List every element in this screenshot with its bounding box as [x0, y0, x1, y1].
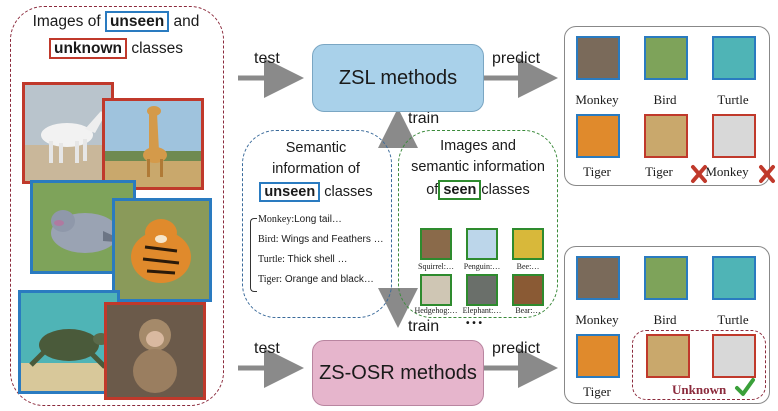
- title-line1-post: and: [169, 13, 200, 30]
- osr-pred-bird-thumb: [644, 256, 688, 300]
- seen-pre: of: [426, 182, 439, 199]
- train-label-top: train: [408, 110, 440, 127]
- squirrel-thumb: [420, 228, 452, 260]
- monkey-illustration: [107, 305, 203, 397]
- check-mark-icon: [735, 378, 755, 396]
- zsl-methods-label: ZSL methods: [338, 66, 458, 89]
- hedgehog-label: Hedgehog:…: [414, 306, 458, 315]
- seen-post: classes: [481, 182, 530, 199]
- unseen-highlight: unseen: [104, 11, 170, 32]
- predict-label-top: predict: [492, 50, 541, 67]
- osr-pred-giraffe-thumb: [646, 334, 690, 378]
- bee-label: Bee:…: [516, 262, 540, 271]
- bee-thumb: [512, 228, 544, 260]
- test-label-bottom: test: [254, 340, 280, 357]
- semantic-entry-monkey: Monkey:Long tail…: [258, 214, 342, 225]
- wrong-mark-icon: [759, 165, 775, 183]
- unseen-semantic-title: Semantic information of unseen classes: [244, 138, 388, 203]
- unknown-label: Unknown: [672, 382, 727, 397]
- predict-label-bottom: predict: [492, 340, 541, 357]
- turtle-image: [18, 290, 120, 394]
- monkey-image: [104, 302, 206, 400]
- osr-pred-tiger-thumb: [576, 334, 620, 378]
- unknown-highlight: unknown: [48, 37, 128, 59]
- input-panel-title: Images of unseen and unknown classes: [12, 11, 220, 60]
- zsl-pred-bird-thumb: [644, 36, 688, 80]
- zsosr-methods-label: ZS-OSR methods: [319, 361, 477, 384]
- osr-pred-turtle-thumb: [712, 256, 756, 300]
- seen-highlight: seen: [438, 180, 482, 201]
- zsl-pred-label-tiger: Tiger: [583, 164, 611, 179]
- zsl-pred-tiger-thumb: [576, 114, 620, 158]
- zsl-pred-label-monkey: Monkey: [575, 92, 619, 107]
- bear-label: Bear:…: [515, 306, 541, 315]
- elephant-thumb: [466, 274, 498, 306]
- test-label-top: test: [254, 50, 280, 67]
- semantic-unseen-highlight: unseen: [259, 182, 321, 203]
- unknown-region: [632, 330, 766, 400]
- osr-pred-label-turtle: Turtle: [717, 312, 749, 327]
- turtle-illustration: [21, 293, 117, 391]
- semantic-post: classes: [320, 184, 373, 201]
- title-line1-pre: Images of: [32, 13, 105, 30]
- bear-thumb: [512, 274, 544, 306]
- train-label-bottom: train: [408, 318, 440, 335]
- semantic-brace: [250, 218, 257, 292]
- penguin-thumb: [466, 228, 498, 260]
- zsl-pred-label-monkey-wrong: Monkey: [705, 164, 749, 179]
- tiger-image: [112, 198, 212, 302]
- zsl-pred-label-tiger-wrong: Tiger: [645, 164, 673, 179]
- squirrel-label: Squirrel:…: [418, 262, 454, 271]
- osr-pred-monkey-thumb: [576, 256, 620, 300]
- zsl-pred-horse-thumb: [712, 114, 756, 158]
- semantic-entries: Monkey:Long tail… Bird: Wings and Feathe…: [258, 214, 384, 294]
- semantic-line2: information of: [272, 161, 360, 178]
- unseen-semantic-panel: [242, 130, 392, 318]
- seen-line1: Images and: [440, 138, 516, 154]
- semantic-line1: Semantic: [285, 140, 347, 156]
- semantic-entry-bird: Bird: Wings and Feathers …: [258, 234, 384, 245]
- seen-line2: semantic information: [411, 159, 545, 176]
- osr-pred-label-monkey: Monkey: [575, 312, 619, 327]
- semantic-entry-tiger: Tiger: Orange and black…: [258, 274, 374, 285]
- osr-pred-horse-thumb: [712, 334, 756, 378]
- semantic-entry-turtle: Turtle: Thick shell …: [258, 254, 348, 265]
- osr-pred-label-bird: Bird: [653, 312, 677, 327]
- osr-pred-label-tiger: Tiger: [583, 384, 611, 399]
- seen-classes-panel: [398, 130, 558, 318]
- horse-illustration: [25, 85, 111, 181]
- zsl-pred-turtle-thumb: [712, 36, 756, 80]
- zsl-methods-box: ZSL methods: [312, 44, 484, 112]
- zsl-pred-label-bird: Bird: [653, 92, 677, 107]
- elephant-label: Elephant:…: [462, 306, 502, 315]
- wrong-mark-icon: [691, 165, 707, 183]
- zsl-pred-label-turtle: Turtle: [717, 92, 749, 107]
- zsl-pred-monkey-thumb: [576, 36, 620, 80]
- zsl-pred-giraffe-thumb: [644, 114, 688, 158]
- hedgehog-thumb: [420, 274, 452, 306]
- seen-more-dots: • • •: [466, 318, 483, 329]
- penguin-label: Penguin:…: [463, 262, 501, 271]
- zsosr-methods-box: ZS-OSR methods: [312, 340, 484, 406]
- tiger-illustration: [115, 201, 209, 299]
- input-images-panel: [10, 6, 224, 406]
- title-line2-post: classes: [127, 39, 184, 57]
